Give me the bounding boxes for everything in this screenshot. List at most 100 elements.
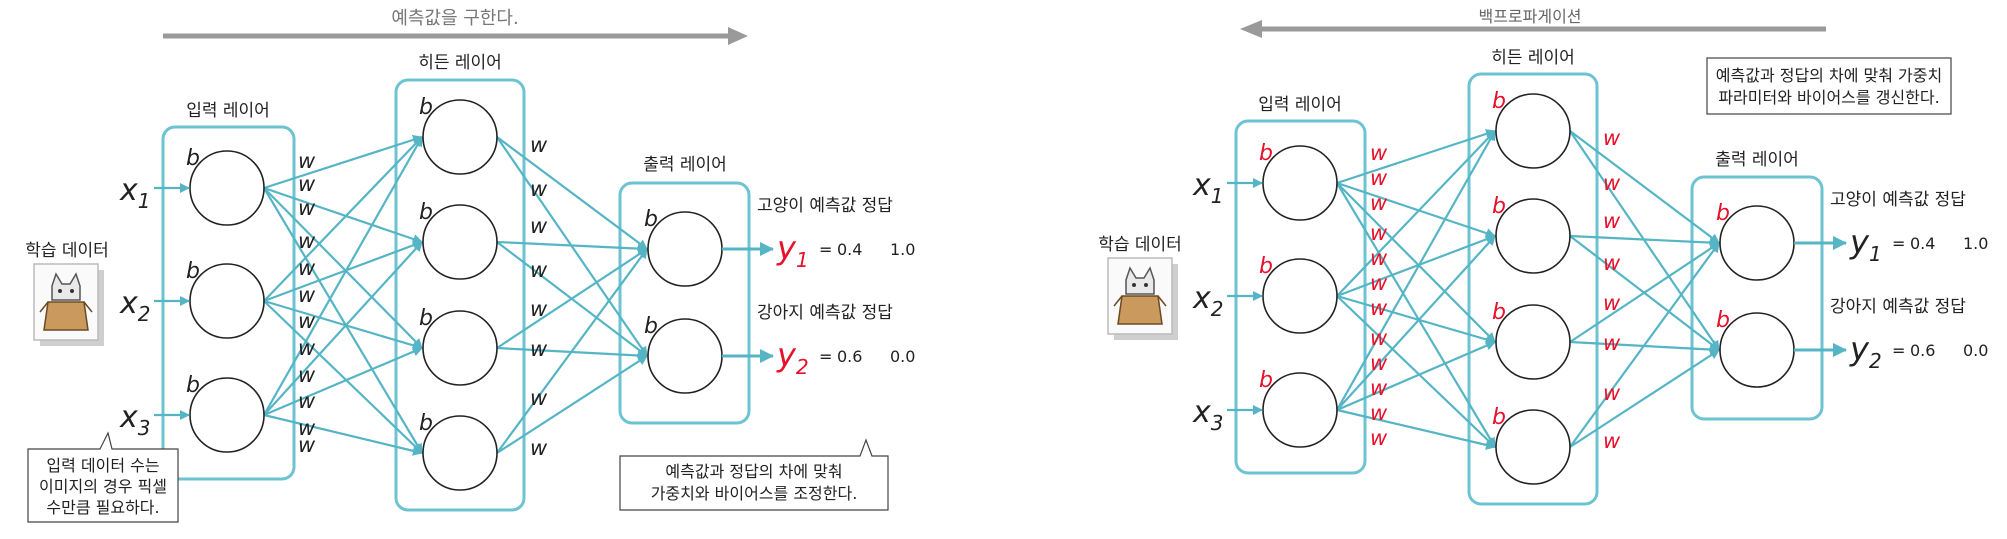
weight-label-1-12: w [298, 433, 316, 457]
bias-label-hidden-3: b [1492, 300, 1506, 325]
hidden-neuron-1 [1495, 93, 1571, 169]
bias-label-input-3: b [186, 373, 200, 398]
output-y-2: y2 [776, 336, 809, 379]
weight-label-1-6: w [298, 283, 316, 307]
hidden-layer-label: 히든 레이어 [1491, 48, 1575, 68]
output-header-1: 고양이 예측값 정답 [1830, 190, 1966, 210]
connection-hidden-4-output-2 [496, 355, 648, 454]
note-update-line-2: 파라미터와 바이어스를 갱신한다. [1718, 88, 1939, 107]
inputs: x1 x2 x3 [1192, 168, 1263, 435]
connections [263, 135, 648, 456]
connections [1336, 129, 1720, 450]
connection-hidden-4-output-1 [1569, 242, 1720, 448]
connection-input-2-hidden-3 [263, 299, 423, 351]
bias-label-input-3: b [1259, 368, 1273, 393]
note-adjust-line-2: 가중치와 바이어스를 조정한다. [651, 484, 858, 503]
hidden-layer-label: 히든 레이어 [418, 53, 502, 73]
weight-label-1-8: w [1370, 326, 1388, 350]
weight-label-1-10: w [1370, 376, 1388, 400]
output-layer-box [618, 181, 751, 425]
connection-input-1-hidden-1 [263, 135, 423, 190]
output-pred-1: 0.4 [837, 240, 862, 259]
input-x-1: x1 [119, 173, 151, 213]
bias-label-hidden-2: b [1492, 194, 1506, 219]
train-data-label: 학습 데이터 [25, 241, 109, 261]
bias-label-hidden-1: b [1492, 89, 1506, 114]
input-x-3: x3 [1192, 395, 1224, 435]
connection-hidden-3-output-1 [496, 248, 648, 349]
note-adjust: 예측값과 정답의 차에 맞춰 가중치와 바이어스를 조정한다. [619, 438, 889, 511]
input-neuron-3 [189, 377, 265, 453]
output-answer-1: 1.0 [890, 240, 915, 259]
weight-label-1-10: w [298, 389, 316, 413]
weight-label-1-12: w [1370, 426, 1388, 450]
output-eq-2: = [819, 347, 832, 366]
input-neuron-1 [189, 150, 265, 226]
connection-input-1-hidden-2 [1336, 181, 1496, 238]
weight-label-1-11: w [298, 416, 316, 440]
output-pred-2: 0.6 [837, 347, 862, 366]
connection-input-2-hidden-1 [1336, 130, 1496, 297]
note-input-line-3: 수만큼 필요하다. [46, 498, 159, 517]
weight-label-1-1: w [298, 149, 316, 173]
bias-label-input-1: b [1259, 141, 1273, 166]
weight-label-2-5: w [1603, 291, 1621, 315]
input-layer-label: 입력 레이어 [186, 101, 270, 121]
output-eq-1: = [819, 240, 832, 259]
connection-input-3-hidden-1 [1336, 130, 1496, 411]
output-header-2: 강아지 예측값 정답 [1830, 297, 1966, 317]
weight-label-2-8: w [530, 436, 548, 460]
weight-label-1-5: w [1370, 246, 1388, 270]
connection-input-3-hidden-2 [1336, 235, 1496, 411]
weight-label-2-2: w [1603, 171, 1621, 195]
connection-hidden-1-output-1 [496, 136, 648, 250]
connection-input-3-hidden-3 [1336, 340, 1496, 412]
bias-label-input-2: b [1259, 254, 1273, 279]
neurons [1262, 93, 1795, 485]
input-x-1: x1 [1192, 168, 1224, 208]
weight-label-1-7: w [298, 309, 316, 333]
connection-hidden-2-output-1 [1569, 234, 1720, 248]
bias-label-hidden-1: b [419, 95, 433, 120]
output-eq-2: = [1892, 341, 1905, 360]
connection-input-2-hidden-2 [1336, 234, 1496, 298]
forward-label: 예측값을 구한다. [391, 8, 518, 29]
weight-label-2-6: w [1603, 331, 1621, 355]
bias-label-output-1: b [644, 207, 658, 232]
weight-label-2-7: w [1603, 381, 1621, 405]
input-layer-label: 입력 레이어 [1258, 95, 1342, 115]
weight-label-1-11: w [1370, 401, 1388, 425]
hidden-neuron-3 [422, 310, 498, 386]
output-layer-box [1690, 175, 1824, 421]
bias-label-hidden-2: b [419, 200, 433, 225]
weight-label-2-5: w [530, 297, 548, 321]
left-panel: 예측값을 구한다. 입력 레이어 히든 레이어 출력 레이어 bbbbbbbbb… [25, 8, 915, 523]
output-pred-1: 0.4 [1910, 234, 1935, 253]
weight-label-1-8: w [298, 336, 316, 360]
input-x-2: x2 [119, 286, 151, 326]
hidden-neuron-4 [1495, 409, 1571, 485]
connection-hidden-4-output-2 [1569, 349, 1720, 448]
connection-hidden-2-output-1 [496, 240, 648, 254]
bias-label-input-1: b [186, 146, 200, 171]
output-answer-2: 0.0 [890, 347, 915, 366]
weight-label-1-9: w [298, 363, 316, 387]
forward-arrow-head [728, 27, 748, 45]
connection-hidden-4-output-1 [496, 248, 648, 454]
weight-label-2-3: w [530, 214, 548, 238]
train-data-label: 학습 데이터 [1098, 235, 1182, 255]
input-x-2: x2 [1192, 281, 1224, 321]
backprop-arrow-head [1240, 20, 1262, 38]
connection-input-1-hidden-4 [1336, 182, 1496, 448]
weight-label-2-4: w [530, 258, 548, 282]
hidden-neuron-4 [422, 415, 498, 491]
connection-input-1-hidden-4 [263, 187, 423, 454]
connection-input-2-hidden-2 [263, 240, 423, 303]
connection-input-3-hidden-4 [1336, 408, 1496, 450]
input-x-3: x3 [119, 400, 151, 440]
output-neuron-2 [1719, 312, 1795, 388]
